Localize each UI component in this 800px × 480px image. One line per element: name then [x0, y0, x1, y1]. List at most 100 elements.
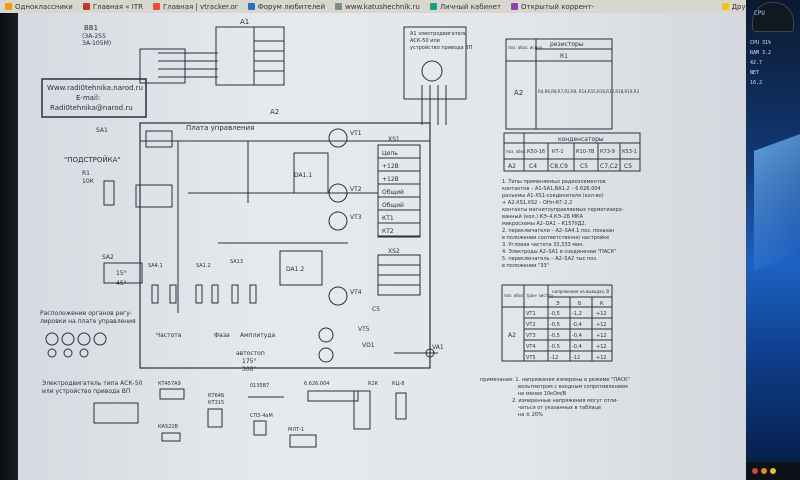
xs1-row-label: Общий — [382, 202, 404, 209]
cap-head-5: К53-1 — [622, 149, 637, 155]
res-title: резисторы — [550, 41, 584, 48]
desktop-stat: NET — [750, 70, 760, 76]
notes: 1. Типы применяемых радиоэлементов конта… — [502, 179, 624, 269]
bookmark-odnoklassniki[interactable]: Одноклассники — [0, 3, 78, 11]
cap-head-pos: поз. обоз. — [506, 149, 527, 154]
footnote-line: на ± 20% — [518, 412, 543, 418]
switch-freq: Частота — [156, 332, 182, 339]
bottom-title-2: или устройство привода ВП — [42, 388, 130, 395]
volt-cell: +12 — [596, 311, 607, 317]
a1-block: А1 — [215, 18, 285, 86]
cap-row-1: С4 — [529, 163, 537, 170]
note-line: ванный (кол.) КЭ–4,КЭ–2Б МКА — [502, 213, 584, 220]
volt-cell: -0,5 — [550, 344, 560, 350]
volt-cell: VT2 — [526, 322, 536, 328]
vtracker-icon — [153, 3, 160, 10]
r1-value: 10К — [82, 178, 95, 185]
bottom-title-1: Электродвигатель типа АСК-50 — [42, 380, 143, 387]
voltage-table: напряжения на выводах, В поз. обоз. тран… — [501, 284, 613, 362]
bookmark-torrent[interactable]: Открытый коррент- — [506, 3, 599, 11]
bookmark-itr[interactable]: Главная « ITR — [78, 3, 148, 11]
note-line: микросхемы А2–DA1 – К157УД2. — [502, 221, 587, 227]
note-line: 5. переключатель – А2–SA2 тыс поз. — [502, 256, 598, 262]
tray-orange-icon[interactable] — [761, 468, 767, 474]
sa1-label: SA1 — [96, 127, 108, 134]
r1-label: R1 — [82, 170, 90, 177]
odnoklassniki-icon — [5, 3, 12, 10]
a1-label: А1 — [240, 18, 249, 26]
bookmark-label: Главная | vtracker.or — [163, 2, 238, 11]
angle-45: 45° — [116, 280, 127, 287]
note-line: в положении соответственно настройке — [502, 234, 609, 241]
tray-yellow-icon[interactable] — [770, 468, 776, 474]
ask-label-2: АСК-50 или — [410, 38, 440, 44]
resistor-table: резисторы поз. обоз. испол. R1 А2 R4,R6,… — [505, 38, 639, 130]
note-line: 2. переключатели – А2–SA4.1 поз. показан — [502, 228, 614, 234]
cap-row-5: С5 — [624, 163, 632, 170]
switch-phase: Фаза — [214, 332, 230, 339]
volt-cell: VT5 — [526, 355, 536, 361]
xs2-label: XS2 — [388, 248, 400, 255]
site-email-label: E-mail: — [76, 94, 100, 102]
bookmark-label: Главная « ITR — [92, 2, 143, 11]
footnote: примечание: 1. напряжения измерены в реж… — [480, 377, 630, 418]
part-mlt: МЛТ-1 — [288, 427, 304, 433]
bookmark-label: Открытый коррент- — [521, 2, 595, 11]
note-line: разъемы А1-ХS1-соединителя (кол-во) — [502, 193, 604, 199]
vt3-label: VT3 — [350, 214, 362, 221]
ask-motor-box: А1 электродвигатель АСК-50 или устройств… — [403, 26, 473, 125]
volt-cell: VT3 — [526, 333, 536, 339]
bookmark-label: Личный кабинет — [439, 2, 502, 11]
folder-icon — [721, 3, 729, 10]
vb1-type2: ЗА-105М) — [82, 40, 111, 47]
bookmark-vtracker[interactable]: Главная | vtracker.or — [148, 3, 243, 11]
bookmark-forum[interactable]: Форум любителей — [243, 3, 330, 11]
part-ka522: КА522В — [158, 424, 179, 430]
volt-cell: +12 — [596, 322, 607, 328]
xs1-row-label: +12В — [382, 176, 399, 183]
volt-cell: -12 — [550, 355, 558, 361]
volt-cell: -0,4 — [572, 344, 582, 350]
sa13-label: SA13 — [230, 259, 243, 265]
board-title: Плата управления — [186, 124, 254, 132]
windows-desktop — [746, 0, 800, 480]
res-row-pos: А2 — [514, 89, 523, 97]
c5-label: С5 — [372, 306, 380, 313]
note-line: 3. Угловая частота 33,333 мин. — [502, 242, 585, 248]
bookmark-katushechnik[interactable]: www.katushechnik.ru — [330, 3, 425, 11]
volt-row-pos: А2 — [508, 332, 516, 339]
part-6626: 6.626.004 — [304, 381, 329, 387]
volt-title: напряжения на выводах, В — [552, 289, 609, 294]
note-line: 1. Типы применяемых радиоэлементов — [502, 179, 606, 185]
da11-label: DA1.1 — [294, 172, 312, 179]
tray-red-icon[interactable] — [752, 468, 758, 474]
cap-title: конденсаторы — [558, 136, 604, 143]
note-line: контакты магнитоуправляемых герметизиро- — [502, 207, 624, 213]
taskbar-tray — [746, 462, 800, 480]
volt-cell: -0,4 — [572, 333, 582, 339]
cap-head-2: КТ-1 — [552, 149, 564, 155]
note-line: контактов – А1-SA1,ВА1.2 – 6.626.004 — [502, 186, 601, 192]
sa41-label: SA4.1 — [148, 263, 163, 269]
cap-row-pos: А2 — [508, 163, 516, 170]
volt-cell: -0,5 — [550, 322, 560, 328]
footnote-line: 2. измеренные напряжения могут отли- — [512, 398, 618, 404]
bookmark-cabinet[interactable]: Личный кабинет — [425, 3, 506, 11]
volt-head-e: Э — [556, 301, 560, 307]
volt-head-k: К — [600, 301, 604, 307]
cap-row-3: С5 — [580, 163, 588, 170]
torrent-icon — [511, 3, 519, 10]
bookmarks-bar: Одноклассники Главная « ITR Главная | vt… — [0, 0, 800, 14]
cabinet-icon — [429, 3, 437, 10]
vb1-type: (ЗА-255 — [82, 33, 106, 40]
a2-label: А2 — [270, 108, 279, 116]
ask-label-1: А1 электродвигатель — [410, 31, 467, 37]
volt-cell: +12 — [596, 344, 607, 350]
schematic-drawing: ВВ1 (ЗА-255 ЗА-105М) А1 Www.radi0tehnika… — [40, 18, 641, 448]
gauge-widget-label: CPU — [754, 10, 765, 17]
volt-head-pos: поз. обоз. — [504, 293, 525, 298]
angle-300: 300° — [242, 366, 256, 373]
vt1-label: VT1 — [350, 130, 362, 137]
vt4-label: VT4 — [350, 289, 362, 296]
browser-content[interactable]: ВВ1 (ЗА-255 ЗА-105М) А1 Www.radi0tehnika… — [18, 13, 746, 480]
